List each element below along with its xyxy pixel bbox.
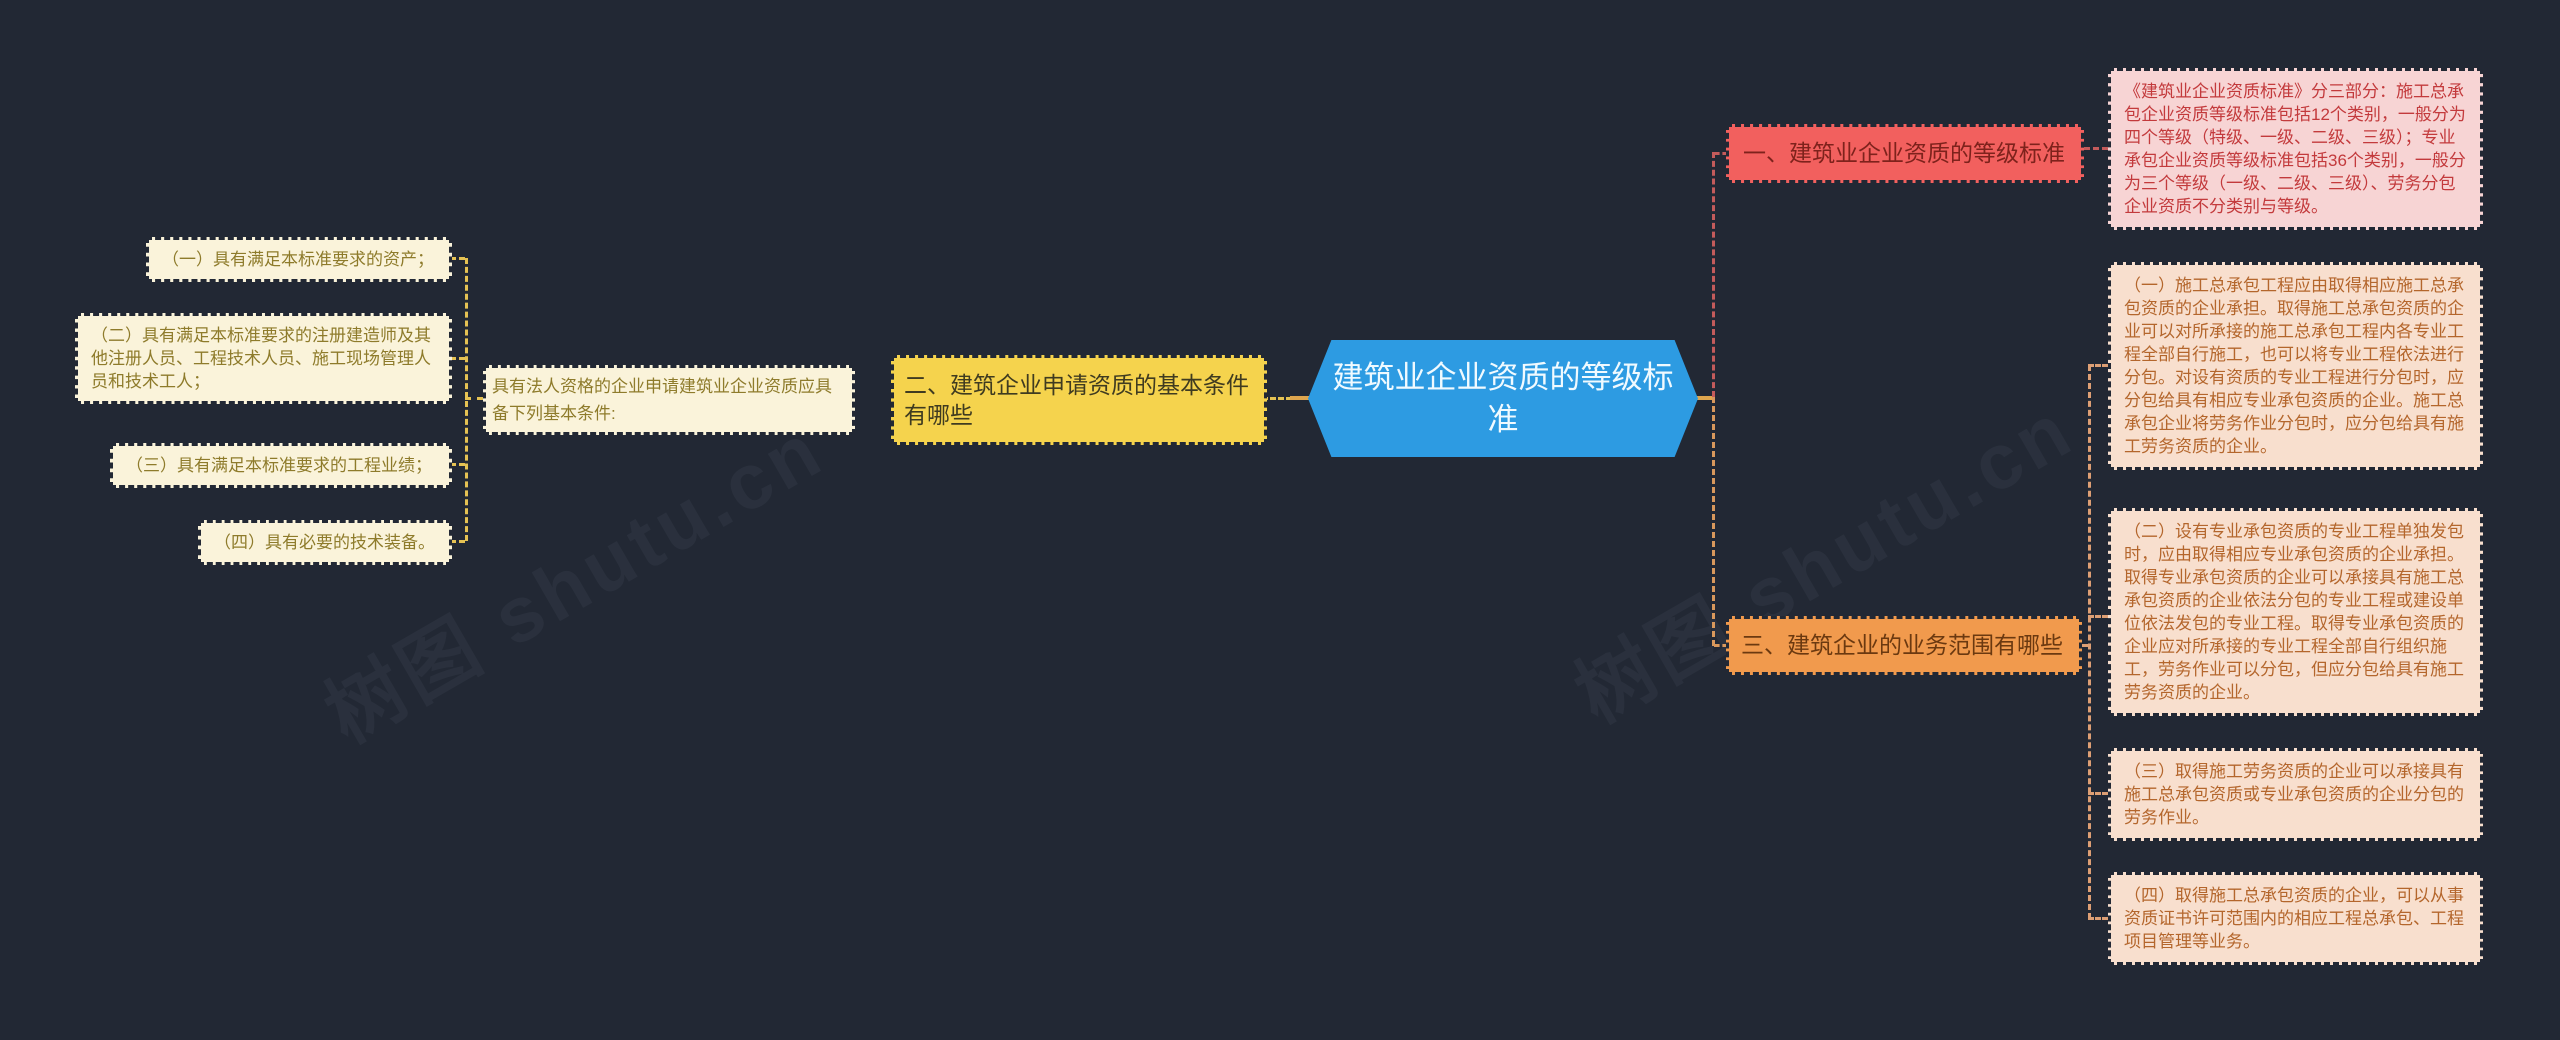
connector-scope-vertical <box>1712 397 1715 646</box>
connector-grade-detail-link <box>2084 147 2108 150</box>
connector-root-left-stub <box>1290 396 1310 400</box>
connector-grade-topic-stub <box>1714 152 1728 155</box>
basic-conditions-topic-node[interactable]: 二、建筑企业申请资质的基本条件有哪些 <box>891 355 1267 445</box>
grade-standard-topic-node[interactable]: 一、建筑业企业资质的等级标准 <box>1726 124 2084 183</box>
scope-item-node[interactable]: （一）施工总承包工程应由取得相应施工总承包资质的企业承担。取得施工总承包资质的企… <box>2108 262 2483 470</box>
connector-conditions-bracket <box>465 258 468 541</box>
connector-grade-vertical <box>1712 152 1715 397</box>
connector-scope-item-1-stub <box>2088 364 2108 367</box>
connector-root-right-stub <box>1694 396 1714 400</box>
connector-scope-item-2-stub <box>2088 615 2108 618</box>
connector-scope-topic-stub <box>1714 644 1728 647</box>
connector-intro-link <box>465 397 483 400</box>
connector-condition-4-stub <box>450 540 465 543</box>
connector-scope-bracket <box>2088 365 2091 919</box>
connector-root-to-basic-topic <box>1262 397 1292 400</box>
connector-scope-bracket-stub <box>2080 644 2090 647</box>
business-scope-topic-node[interactable]: 三、建筑企业的业务范围有哪些 <box>1726 616 2082 675</box>
scope-item-node[interactable]: （三）取得施工劳务资质的企业可以承接具有施工总承包资质或专业承包资质的企业分包的… <box>2108 748 2483 841</box>
connector-scope-item-4-stub <box>2088 917 2108 920</box>
condition-item-node[interactable]: （二）具有满足本标准要求的注册建造师及其他注册人员、工程技术人员、施工现场管理人… <box>75 313 452 404</box>
scope-item-node[interactable]: （四）取得施工总承包资质的企业，可以从事资质证书许可范围内的相应工程总承包、工程… <box>2108 872 2483 965</box>
basic-conditions-intro-node[interactable]: 具有法人资格的企业申请建筑业企业资质应具备下列基本条件: <box>483 365 855 435</box>
condition-item-node[interactable]: （一）具有满足本标准要求的资产； <box>146 237 452 282</box>
root-topic-node[interactable]: 建筑业企业资质的等级标准 <box>1308 340 1698 457</box>
scope-item-node[interactable]: （二）设有专业承包资质的专业工程单独发包时，应由取得相应专业承包资质的企业承担。… <box>2108 508 2483 716</box>
grade-standard-detail-node[interactable]: 《建筑业企业资质标准》分三部分：施工总承包企业资质等级标准包括12个类别，一般分… <box>2108 68 2483 230</box>
connector-condition-1-stub <box>450 257 465 260</box>
condition-item-node[interactable]: （三）具有满足本标准要求的工程业绩； <box>110 443 452 488</box>
connector-scope-item-3-stub <box>2088 792 2108 795</box>
connector-condition-2-stub <box>450 357 465 360</box>
connector-condition-3-stub <box>450 463 465 466</box>
condition-item-node[interactable]: （四）具有必要的技术装备。 <box>198 520 452 565</box>
